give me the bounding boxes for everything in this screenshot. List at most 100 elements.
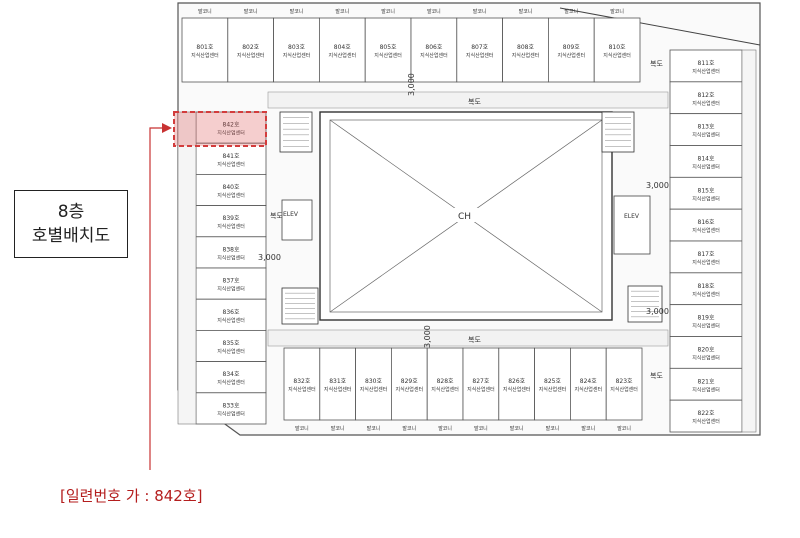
unit-description: 지식산업센터 (692, 418, 720, 425)
unit-number: 824호 (580, 378, 597, 385)
unit-description: 지식산업센터 (539, 386, 567, 393)
unit-box (548, 17, 595, 83)
unit-description: 지식산업센터 (217, 286, 245, 293)
unit-number: 825호 (544, 378, 561, 385)
unit-description: 지식산업센터 (191, 52, 219, 59)
unit-number: 832호 (293, 378, 310, 385)
unit-number: 841호 (223, 153, 240, 160)
unit-description: 지식산업센터 (692, 386, 720, 393)
elevator-label-left: ELEV (283, 211, 299, 218)
unit-number: 823호 (616, 378, 633, 385)
unit-number: 806호 (425, 44, 442, 51)
unit-box (669, 336, 743, 369)
floor-number: 8층 (57, 202, 85, 222)
balcony-label: 발코니 (244, 8, 258, 15)
elevator-right (613, 195, 651, 255)
unit-box (273, 17, 320, 83)
unit-description: 지식산업센터 (374, 52, 402, 59)
atrium-inner (329, 119, 603, 313)
unit-number: 837호 (223, 278, 240, 285)
unit-description: 지식산업센터 (283, 52, 311, 59)
unit-box (534, 347, 571, 421)
unit-description: 지식산업센터 (466, 52, 494, 59)
unit-number: 817호 (698, 251, 715, 258)
unit-box (283, 347, 321, 421)
unit-box (605, 347, 643, 421)
unit-box (181, 17, 229, 83)
unit-number: 833호 (223, 402, 240, 409)
balcony-label: 발코니 (581, 425, 595, 432)
floor-plan-label: 호별배치도 (31, 226, 111, 246)
balcony-label: 발코니 (381, 8, 395, 15)
pointer-line (149, 127, 164, 470)
unit-number: 822호 (698, 410, 715, 417)
unit-description: 지식산업센터 (574, 386, 602, 393)
balcony-label: 발코니 (198, 8, 212, 15)
unit-number: 809호 (563, 44, 580, 51)
right-balcony-strip (741, 49, 757, 433)
balcony-label: 발코니 (331, 425, 345, 432)
unit-description: 지식산업센터 (557, 52, 585, 59)
top-corridor (267, 91, 669, 109)
bottom-corridor (267, 329, 669, 347)
balcony-label: 발코니 (402, 425, 416, 432)
unit-number: 803호 (288, 44, 305, 51)
unit-description: 지식산업센터 (692, 132, 720, 139)
dimension-text-2: 3,000 (646, 307, 669, 316)
stair-core-right-bottom (627, 285, 663, 323)
corridor-label-right: 복도 (650, 60, 663, 68)
unit-number: 808호 (517, 44, 534, 51)
unit-number: 842호 (223, 122, 240, 129)
dimension-text-1: 3,000 (258, 253, 281, 262)
unit-box (669, 272, 743, 306)
unit-box (195, 173, 267, 206)
unit-number: 836호 (223, 309, 240, 316)
elevator-left (281, 199, 313, 241)
atrium-label: CH (458, 212, 471, 222)
unit-description: 지식산업센터 (692, 68, 720, 75)
pointer-arrowhead (162, 123, 172, 133)
unit-box (319, 347, 356, 421)
unit-number: 830호 (365, 378, 382, 385)
stair-core-left-bottom (281, 287, 319, 325)
elevator-label-right: ELEV (624, 213, 640, 220)
unit-description: 지식산업센터 (692, 195, 720, 202)
unit-number: 831호 (329, 378, 346, 385)
unit-box (498, 347, 535, 421)
unit-description: 지식산업센터 (503, 386, 531, 393)
unit-description: 지식산업센터 (217, 317, 245, 324)
unit-box (669, 81, 743, 115)
unit-number: 802호 (242, 44, 259, 51)
unit-number: 829호 (401, 378, 418, 385)
balcony-label: 발코니 (367, 425, 381, 432)
unit-box (570, 347, 607, 421)
unit-description: 지식산업센터 (217, 348, 245, 355)
balcony-label: 발코니 (610, 8, 624, 15)
unit-box (390, 347, 428, 421)
unit-box (593, 17, 641, 83)
dimension-text-5: 3,000 (423, 325, 432, 348)
unit-number: 804호 (334, 44, 351, 51)
unit-number: 813호 (698, 124, 715, 131)
unit-box (195, 361, 267, 394)
unit-number: 811호 (698, 60, 715, 67)
unit-description: 지식산업센터 (217, 192, 245, 199)
unit-box (195, 329, 267, 362)
